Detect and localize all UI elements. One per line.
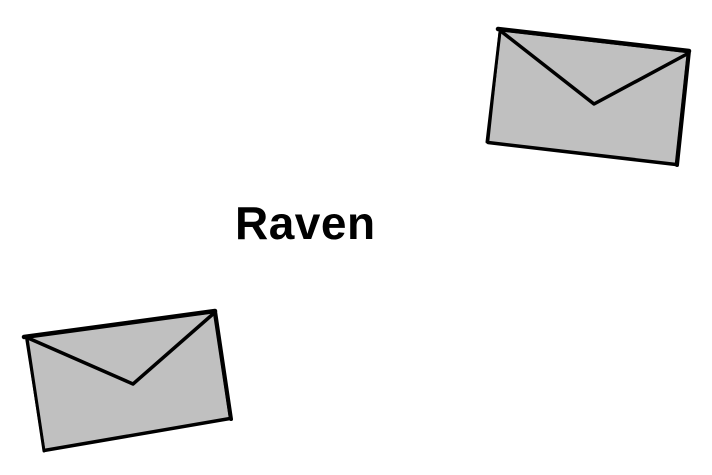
envelope-icon: [20, 306, 235, 458]
envelope-icon: [484, 24, 694, 169]
page-title: Raven: [235, 197, 376, 249]
